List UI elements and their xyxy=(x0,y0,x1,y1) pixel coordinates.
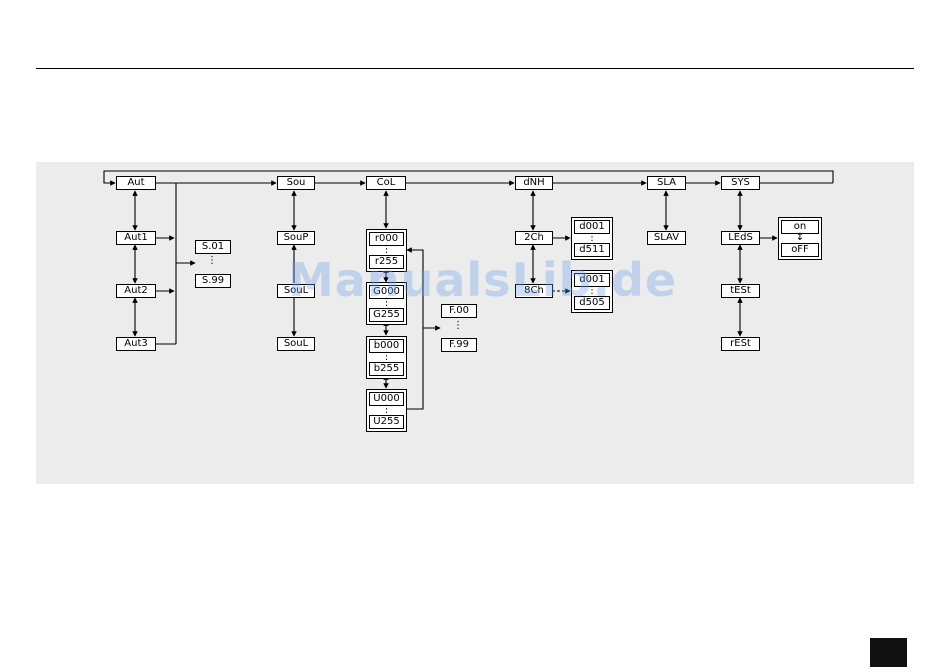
menu-sla[interactable]: SLA xyxy=(647,176,686,190)
menu-sou[interactable]: Sou xyxy=(277,176,315,190)
watermark: ManualsLib.de xyxy=(288,253,677,307)
mode-2ch[interactable]: 2Ch xyxy=(515,231,553,245)
menu-col[interactable]: CoL xyxy=(366,176,406,190)
menu-test[interactable]: tESt xyxy=(721,284,760,298)
menu-rest[interactable]: rESt xyxy=(721,337,760,351)
leds-arrow-icon: ↕ xyxy=(781,234,819,243)
menu-aut[interactable]: Aut xyxy=(116,176,156,190)
leds-options[interactable]: on ↕ oFF xyxy=(778,217,822,260)
blue-dots: ⋮ xyxy=(369,353,404,362)
menu-sys[interactable]: SYS xyxy=(721,176,760,190)
green-last: G255 xyxy=(369,308,404,322)
menu-aut3[interactable]: Aut3 xyxy=(116,337,156,351)
menu-leds[interactable]: LEdS xyxy=(721,231,760,245)
menu-slav[interactable]: SLAV xyxy=(647,231,686,245)
speed-first[interactable]: S.01 xyxy=(195,240,231,254)
fade-last[interactable]: F.99 xyxy=(441,338,477,352)
uv-last: U255 xyxy=(369,415,404,429)
menu-dnh[interactable]: dNH xyxy=(515,176,553,190)
color-blue-range[interactable]: b000 ⋮ b255 xyxy=(366,336,407,379)
blue-last: b255 xyxy=(369,362,404,376)
speed-last[interactable]: S.99 xyxy=(195,274,231,288)
color-uv-range[interactable]: U000 ⋮ U255 xyxy=(366,389,407,432)
menu-aut1[interactable]: Aut1 xyxy=(116,231,156,245)
menu-soul-b[interactable]: SouL xyxy=(277,337,315,351)
dmx2-dots: ⋮ xyxy=(574,234,610,243)
page-tab-marker xyxy=(870,638,907,667)
fade-dots: ⋮ xyxy=(453,322,463,330)
leds-off: oFF xyxy=(781,243,819,257)
uv-dots: ⋮ xyxy=(369,406,404,415)
speed-dots: ⋮ xyxy=(207,257,217,265)
menu-aut2[interactable]: Aut2 xyxy=(116,284,156,298)
menu-soup[interactable]: SouP xyxy=(277,231,315,245)
